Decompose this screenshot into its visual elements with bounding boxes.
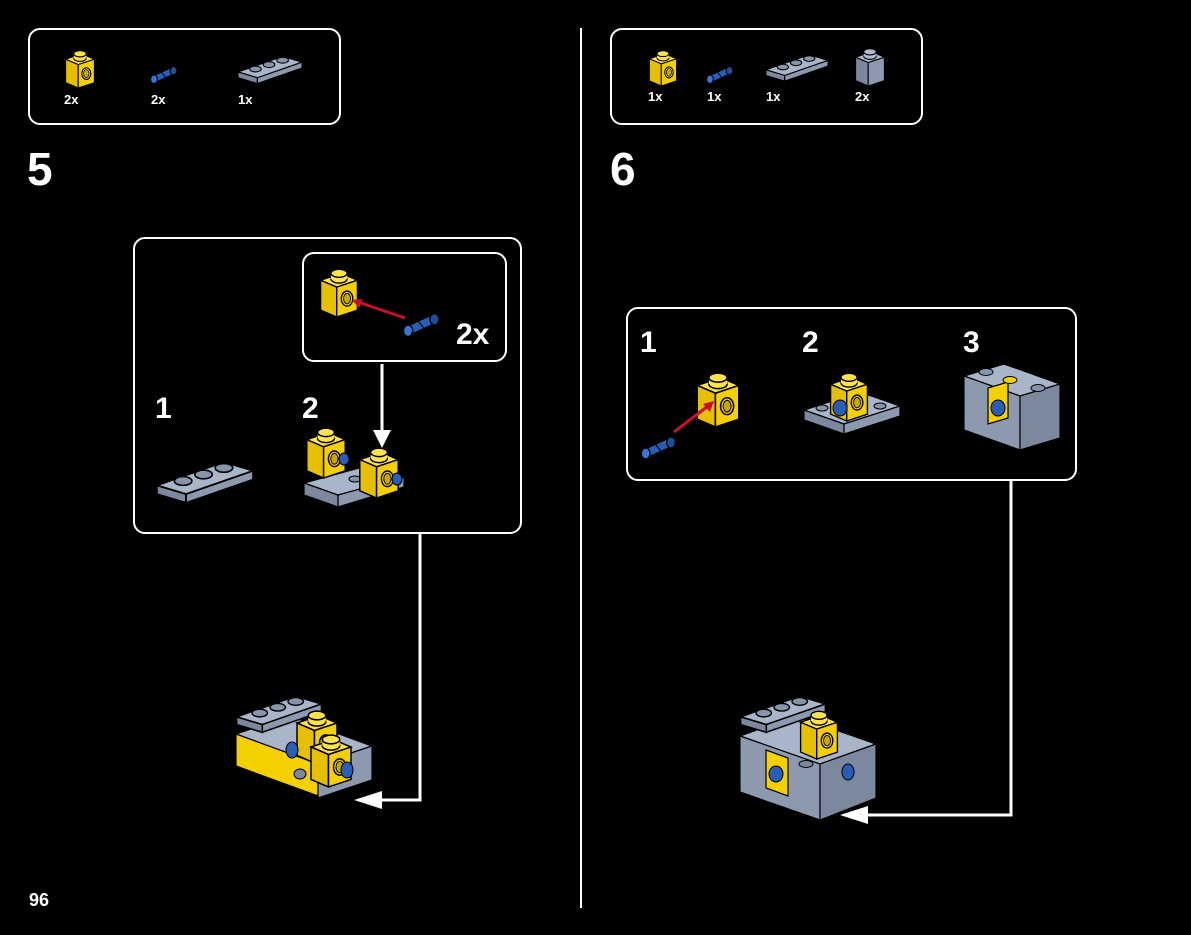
step5-part-qty: 1x — [238, 92, 253, 107]
step6-final-model — [738, 695, 878, 821]
step5-sub2-assembly — [301, 427, 407, 508]
blue-pin-icon — [640, 436, 677, 460]
step6-number: 6 — [610, 143, 636, 195]
inset-down-arrow — [373, 364, 391, 448]
step6-part-qty: 1x — [648, 89, 663, 104]
gray-plate-icon — [765, 54, 829, 82]
step5-inset-qty: 2x — [456, 318, 490, 351]
step5-number: 5 — [27, 143, 53, 195]
step5-subassembly-callout — [133, 237, 522, 534]
step6-part-qty: 2x — [855, 89, 870, 104]
step6-part-qty: 1x — [707, 89, 722, 104]
step6-subassembly-callout — [626, 307, 1077, 481]
yellow-technic-brick-icon — [648, 50, 678, 87]
blue-pin-icon — [705, 65, 734, 85]
step5-part-qty: 2x — [64, 92, 79, 107]
gray-brick-icon — [855, 48, 885, 87]
red-insert-arrow — [352, 299, 406, 320]
step5-substep-2: 2 — [302, 392, 319, 425]
page-divider — [580, 28, 582, 908]
step6-parts-list — [610, 28, 923, 125]
page-number: 96 — [29, 890, 50, 910]
step6-sub2-assembly — [802, 372, 902, 435]
blue-pin-icon — [150, 65, 178, 85]
step6-substep-1: 1 — [640, 326, 657, 359]
step6-part-qty: 1x — [766, 89, 781, 104]
gray-plate-icon — [155, 461, 255, 504]
step5-inset-box — [302, 252, 507, 362]
step5-connector-arrow — [354, 534, 422, 809]
gray-plate-icon — [237, 55, 303, 85]
step5-part-qty: 2x — [151, 92, 166, 107]
red-insert-arrow — [673, 401, 714, 434]
blue-pin-icon — [402, 312, 440, 338]
step6-substep-2: 2 — [802, 326, 819, 359]
yellow-technic-brick-icon — [65, 50, 95, 89]
step6-sub3-assembly — [962, 363, 1062, 451]
step6-substep-3: 3 — [963, 326, 980, 359]
step5-substep-1: 1 — [155, 392, 172, 425]
step6-connector-arrow — [840, 481, 1013, 824]
step5-parts-list — [28, 28, 341, 125]
step5-final-model — [234, 695, 374, 799]
